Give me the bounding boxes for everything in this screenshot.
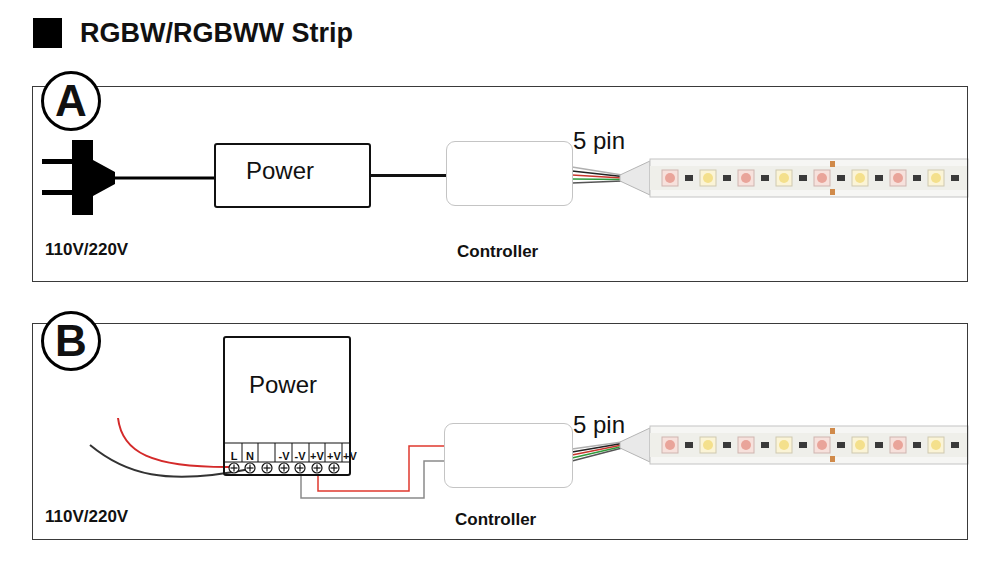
pin-count: 5 pin <box>573 127 625 155</box>
screw-terminal <box>312 463 322 473</box>
terminal-label: N <box>242 450 258 463</box>
terminal-label: -V <box>276 450 292 463</box>
box-label: Power <box>216 145 369 185</box>
box-label: Power <box>225 338 349 399</box>
terminal-divider <box>258 443 259 462</box>
terminal-divider <box>309 443 310 462</box>
plug-body <box>72 140 115 215</box>
mains-wire-live <box>118 418 234 467</box>
plug-prong <box>42 159 72 164</box>
power-supply-box: Power <box>214 143 371 208</box>
mains-wire-neutral <box>90 445 250 477</box>
panel-letter: A <box>41 71 101 131</box>
title-marker <box>33 18 62 48</box>
strip-wire <box>572 175 622 178</box>
terminal-divider <box>342 443 343 462</box>
wire-connector <box>318 446 444 491</box>
screw-terminal <box>295 463 305 473</box>
terminal-label: +V <box>342 450 358 463</box>
screw-terminal <box>262 463 272 473</box>
pin-count: 5 pin <box>573 411 625 439</box>
terminal-divider <box>325 443 326 462</box>
wiring-panel: APowerController <box>32 86 968 282</box>
diagram-title: RGBW/RGBWW Strip <box>80 17 353 49</box>
terminal-divider <box>275 443 276 462</box>
terminal-label: +V <box>326 450 342 463</box>
screw-terminal <box>245 463 255 473</box>
wire-connector <box>371 174 446 177</box>
panel-letter: B <box>41 311 101 371</box>
strip-wire <box>572 447 622 459</box>
terminal-label: L <box>226 450 242 463</box>
controller-box: Controller <box>444 423 573 488</box>
terminal-label: +V <box>309 450 325 463</box>
terminal-divider <box>292 443 293 462</box>
screw-terminal <box>279 463 289 473</box>
plug-prong <box>42 190 72 195</box>
controller-label: Controller <box>457 242 538 262</box>
strip-wire <box>572 448 622 461</box>
strip-wire <box>572 178 622 180</box>
controller-label: Controller <box>455 510 536 530</box>
screw-terminal <box>329 463 339 473</box>
voltage-note: 110V/220V <box>45 507 128 527</box>
terminal-label: -V <box>292 450 308 463</box>
screw-terminal <box>229 463 239 473</box>
mains-cable <box>115 177 214 180</box>
terminal-divider <box>242 443 243 462</box>
led-strip <box>620 426 968 464</box>
wire-connector <box>301 461 444 498</box>
voltage-note: 110V/220V <box>45 240 128 260</box>
terminal-strip <box>224 443 350 462</box>
strip-wire <box>572 181 622 183</box>
wiring-panel: BPowerController <box>32 323 968 540</box>
led-strip <box>620 159 968 197</box>
controller-box: Controller <box>446 141 573 206</box>
